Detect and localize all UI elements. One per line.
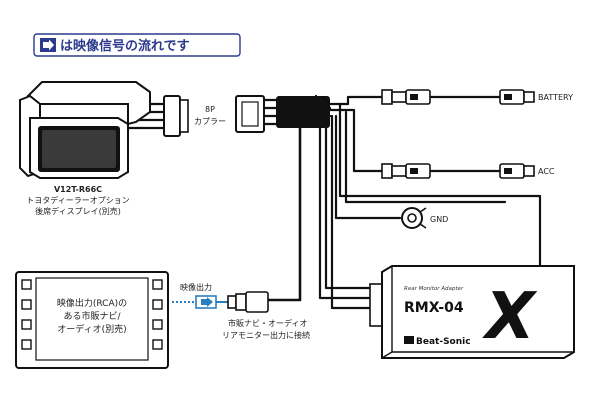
legend: は映像信号の流れです bbox=[33, 33, 241, 57]
navi-unit: 映像出力(RCA)の ある市販ナビ/ オーディオ(別売) bbox=[15, 271, 169, 369]
adapter-wire bbox=[330, 114, 384, 310]
product-category-label: Rear Monitor Adapter bbox=[404, 286, 464, 292]
rca-plug bbox=[227, 291, 269, 313]
coupler-label-line2: カプラー bbox=[194, 117, 226, 126]
adapter-wire bbox=[324, 114, 384, 290]
navi-desc-line1: 映像出力(RCA)の bbox=[57, 297, 127, 309]
monitor-desc-line2: 後席ディスプレイ(別売) bbox=[35, 206, 121, 216]
acc-wire bbox=[328, 108, 384, 173]
gnd-wire bbox=[334, 114, 402, 220]
navi-film-holes-left bbox=[21, 279, 32, 350]
wire-bundle-tube bbox=[276, 96, 330, 128]
rear-monitor: V12T-R66C トヨタディーラーオプション 後席ディスプレイ(別売) bbox=[19, 81, 151, 216]
product-name: RMX-04 bbox=[404, 300, 464, 316]
coupler-monitor-side bbox=[163, 95, 189, 137]
navi-desc-line3: オーディオ(別売) bbox=[57, 323, 126, 335]
navi-screen bbox=[35, 277, 149, 361]
video-out-arrow-icon bbox=[172, 295, 228, 309]
gnd-terminal-icon bbox=[401, 207, 427, 229]
monitor-desc-line1: トヨタディーラーオプション bbox=[26, 195, 129, 205]
navi-film-holes-right bbox=[152, 279, 163, 350]
rca-note-line1: 市販ナビ・オーディオ bbox=[228, 318, 307, 328]
battery-label: BATTERY bbox=[538, 93, 573, 102]
navi-desc-line2: ある市販ナビ/ bbox=[63, 310, 121, 322]
acc-label: ACC bbox=[538, 167, 555, 176]
brand-name: Beat-Sonic bbox=[416, 337, 471, 347]
acc-return-wire bbox=[344, 110, 507, 204]
beat-sonic-logo-icon bbox=[404, 336, 414, 344]
battery-connector bbox=[381, 89, 535, 105]
video-cable bbox=[266, 122, 302, 302]
legend-frame bbox=[33, 33, 241, 57]
acc-connector bbox=[381, 163, 535, 179]
coupler-label-line1: 8P bbox=[205, 105, 215, 114]
rca-note-line2: リアモニター出力に接続 bbox=[222, 330, 310, 340]
product-x-logo: X bbox=[481, 280, 537, 354]
monitor-model-label: V12T-R66C bbox=[54, 185, 102, 194]
video-signal-arrow-icon bbox=[40, 38, 56, 52]
battery-wire bbox=[328, 95, 384, 106]
video-out-label: 映像出力 bbox=[180, 282, 212, 292]
battery-return-wire bbox=[338, 102, 542, 282]
legend-text: は映像信号の流れです bbox=[60, 38, 190, 54]
rmx04-adapter: Rear Monitor Adapter RMX-04 Beat-Sonic X bbox=[369, 265, 575, 359]
coupler-adapter-side bbox=[235, 95, 265, 133]
adapter-wire bbox=[318, 114, 384, 300]
gnd-label: GND bbox=[430, 215, 448, 224]
